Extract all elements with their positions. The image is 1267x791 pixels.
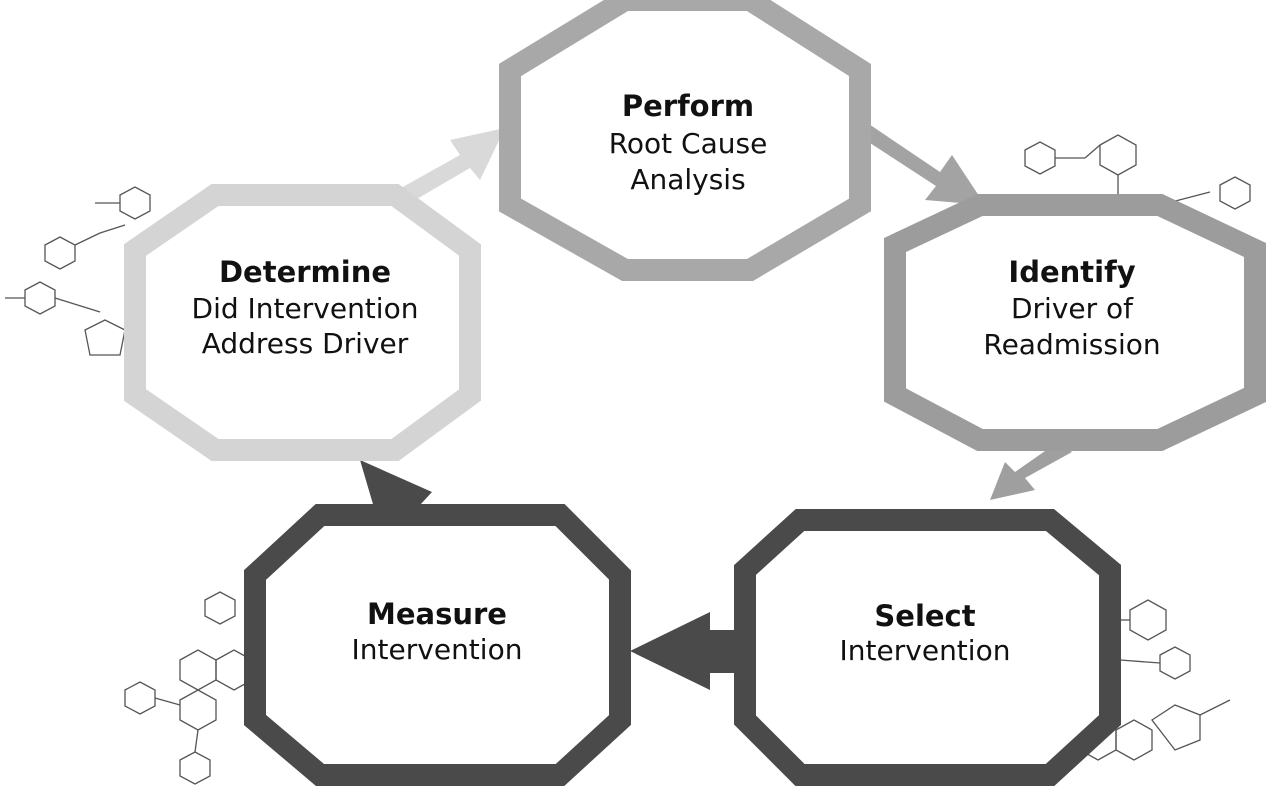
- step-measure-line-1: Intervention: [352, 633, 523, 666]
- hexagon-perform: [499, 0, 871, 281]
- hexagon-identify: [884, 194, 1266, 451]
- step-identify-line-2: Readmission: [983, 328, 1160, 361]
- step-identify-line-1: Driver of: [1011, 292, 1134, 325]
- molecule-decoration-left-bottom: [124, 591, 253, 785]
- step-determine-title: Determine: [219, 255, 391, 289]
- step-determine: Determine Did Intervention Address Drive…: [124, 184, 481, 461]
- arrow-select-to-measure: [630, 612, 748, 690]
- step-identify-title: Identify: [1008, 255, 1135, 289]
- step-select-line-1: Intervention: [840, 634, 1011, 667]
- step-select-title: Select: [874, 599, 975, 633]
- hexagon-determine: [124, 184, 481, 461]
- step-determine-line-2: Address Driver: [202, 327, 409, 360]
- step-perform: Perform Root Cause Analysis: [499, 0, 871, 281]
- step-perform-line-2: Analysis: [630, 163, 745, 196]
- arrow-perform-to-identify: [850, 118, 985, 205]
- step-measure-title: Measure: [367, 597, 507, 631]
- step-perform-title: Perform: [622, 89, 754, 123]
- hexagon-select: [734, 509, 1121, 786]
- step-select: Select Intervention: [734, 509, 1121, 786]
- hexagon-measure: [244, 504, 631, 786]
- molecule-decoration-left-top: [5, 186, 151, 356]
- step-measure: Measure Intervention: [244, 504, 631, 786]
- step-determine-line-1: Did Intervention: [192, 292, 419, 325]
- arrow-identify-to-select: [990, 442, 1072, 500]
- step-identify: Identify Driver of Readmission: [884, 194, 1266, 451]
- step-perform-line-1: Root Cause: [609, 127, 768, 160]
